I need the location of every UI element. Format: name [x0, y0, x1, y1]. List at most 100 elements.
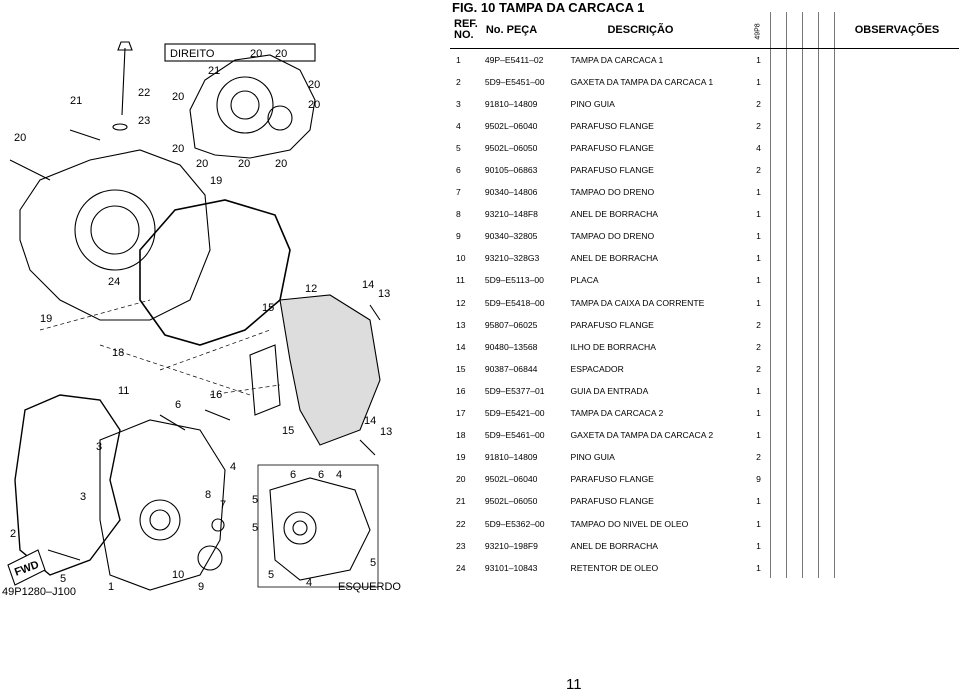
- callout: 3: [96, 441, 102, 453]
- part-number-cell: 91810–14809: [481, 92, 568, 115]
- quantity-cell: 1: [747, 291, 771, 314]
- observations-cell: [833, 335, 959, 358]
- ref-cell: 7: [450, 180, 482, 204]
- callout: 10: [172, 569, 184, 581]
- description-cell: TAMPA DA CARCACA 1: [567, 47, 748, 71]
- description-cell: TAMPA DA CARCACA 2: [567, 401, 748, 425]
- blank-cell: [769, 534, 787, 557]
- callout: 5: [252, 522, 258, 534]
- blank-cell: [769, 92, 787, 115]
- blank-cell: [817, 357, 835, 380]
- blank-cell: [801, 335, 819, 358]
- ref-cell: 11: [450, 268, 482, 292]
- part-number-cell: 93210–148F8: [481, 202, 568, 226]
- blank-cell: [785, 335, 803, 358]
- callout: 13: [380, 426, 392, 438]
- blank-cell: [801, 291, 819, 314]
- blank-cell: [801, 357, 819, 380]
- callout: 20: [196, 158, 208, 170]
- blank-cell: [769, 423, 787, 447]
- ref-cell: 5: [450, 136, 482, 159]
- blank-cell: [817, 445, 835, 469]
- blank-cell: [785, 180, 803, 204]
- blank-cell: [785, 401, 803, 425]
- blank-cell: [801, 180, 819, 204]
- header-ref-no: REF. NO.: [450, 12, 482, 49]
- quantity-cell: 1: [747, 489, 771, 513]
- crankcase-cover-1: [99, 419, 226, 591]
- callout: 7: [220, 499, 226, 511]
- blank-cell: [769, 335, 787, 358]
- blank-cell: [801, 511, 819, 535]
- parts-table: REF. NO. No. PEÇA DESCRIÇÃO 49P8 OBSERVA…: [450, 12, 959, 579]
- part-number-cell: 93210–198F9: [481, 534, 568, 557]
- blank-cell: [785, 114, 803, 137]
- blank-cell: [817, 335, 835, 358]
- description-cell: TAMPAO DO DRENO: [567, 224, 748, 248]
- blank-cell: [769, 556, 787, 579]
- blank-cell: [801, 556, 819, 579]
- callout: 22: [138, 87, 150, 99]
- description-cell: TAMPAO DO NIVEL DE OLEO: [567, 511, 748, 535]
- blank-cell: [801, 467, 819, 491]
- callout: 20: [308, 99, 320, 111]
- callout: 5: [60, 573, 66, 585]
- blank-cell: [785, 158, 803, 182]
- ref-cell: 22: [450, 511, 482, 535]
- description-cell: PINO GUIA: [567, 445, 748, 469]
- ref-cell: 1: [450, 47, 482, 71]
- blank-cell: [817, 114, 835, 137]
- observations-cell: [833, 467, 959, 491]
- description-cell: RETENTOR DE OLEO: [567, 556, 748, 579]
- crankcase-cover-2: [19, 149, 211, 321]
- description-cell: PARAFUSO FLANGE: [567, 467, 748, 491]
- blank-cell: [801, 268, 819, 292]
- callout: 8: [205, 489, 211, 501]
- ref-cell: 23: [450, 534, 482, 557]
- quantity-cell: 1: [747, 47, 771, 71]
- blank-cell: [769, 246, 787, 270]
- quantity-cell: 1: [747, 401, 771, 425]
- ref-cell: 2: [450, 70, 482, 93]
- quantity-cell: 1: [747, 224, 771, 248]
- blank-cell: [817, 423, 835, 447]
- observations-cell: [833, 423, 959, 447]
- part-number-cell: 5D9–E5418–00: [481, 291, 568, 314]
- blank-cell: [801, 313, 819, 336]
- blank-cell: [769, 136, 787, 159]
- part-number-cell: 5D9–E5362–00: [481, 511, 568, 535]
- observations-cell: [833, 511, 959, 535]
- blank-cell: [801, 92, 819, 115]
- ref-cell: 16: [450, 379, 482, 402]
- blank-cell: [817, 291, 835, 314]
- header-blank-col: [769, 12, 787, 49]
- header-part-no: No. PEÇA: [481, 12, 568, 49]
- callout: 3: [80, 491, 86, 503]
- callout: 2: [10, 528, 16, 540]
- blank-cell: [817, 92, 835, 115]
- part-number-cell: 5D9–E5451–00: [481, 70, 568, 93]
- quantity-cell: 2: [747, 92, 771, 115]
- quantity-cell: 1: [747, 268, 771, 292]
- observations-cell: [833, 202, 959, 226]
- blank-cell: [769, 268, 787, 292]
- header-blank-col: [801, 12, 819, 49]
- blank-cell: [785, 467, 803, 491]
- callout: 19: [40, 313, 52, 325]
- intake-guide: [249, 344, 281, 416]
- blank-cell: [769, 379, 787, 402]
- quantity-cell: 2: [747, 158, 771, 182]
- description-cell: ESPACADOR: [567, 357, 748, 380]
- blank-cell: [817, 534, 835, 557]
